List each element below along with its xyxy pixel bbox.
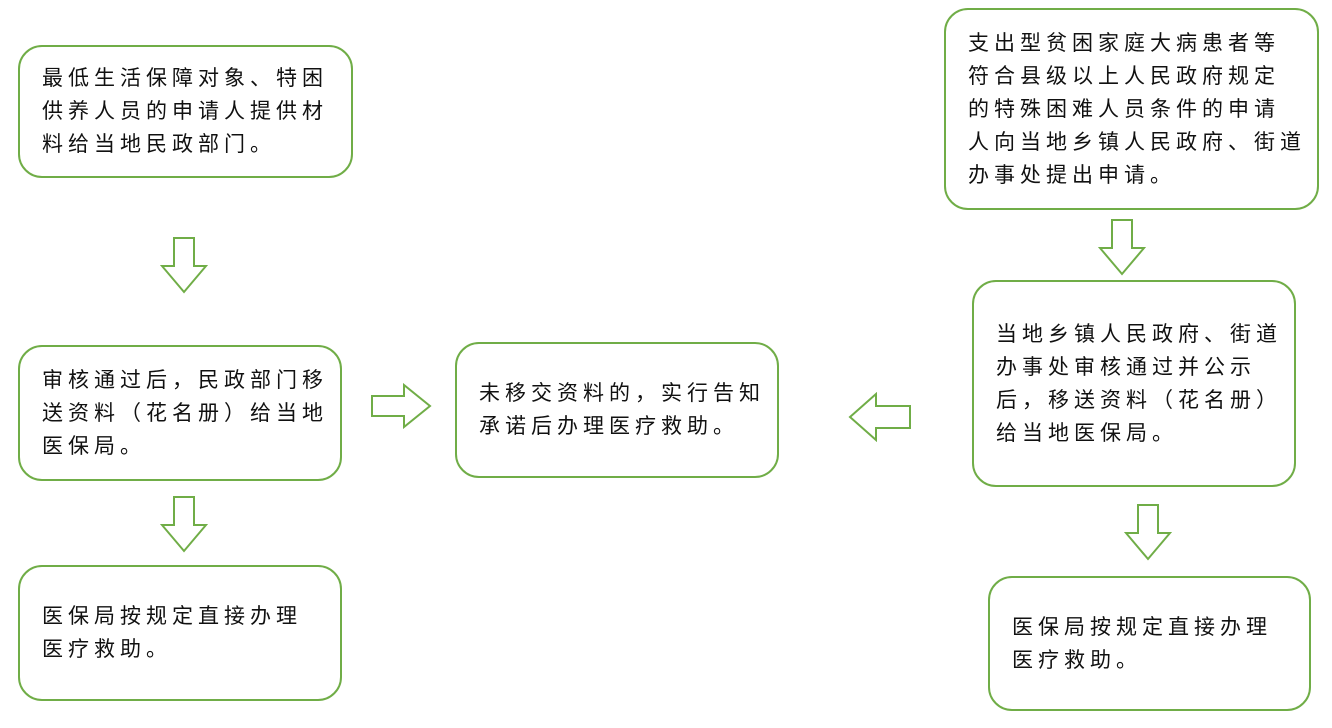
text-line: 未移交资料的，实行告知	[479, 381, 765, 405]
arrow-right-icon	[371, 383, 432, 429]
text-line: 的特殊困难人员条件的申请	[968, 96, 1280, 121]
text-line: 料给当地民政部门。	[42, 132, 276, 156]
box-right-result: 医保局按规定直接办理 医疗救助。	[988, 576, 1311, 711]
text-line: 后，移送资料（花名册）	[996, 387, 1282, 412]
box-right-apply: 支出型贫困家庭大病患者等 符合县级以上人民政府规定 的特殊困难人员条件的申请 人…	[944, 8, 1319, 210]
text-line: 医保局。	[42, 433, 146, 458]
box-right-review: 当地乡镇人民政府、街道 办事处审核通过并公示 后，移送资料（花名册） 给当地医保…	[972, 280, 1296, 487]
arrow-down-icon	[1124, 504, 1172, 561]
arrow-left-icon	[848, 392, 911, 442]
text-line: 符合县级以上人民政府规定	[968, 63, 1280, 88]
text-line: 人向当地乡镇人民政府、街道	[968, 129, 1306, 154]
text-line: 办事处审核通过并公示	[996, 354, 1256, 379]
text-line: 支出型贫困家庭大病患者等	[968, 30, 1280, 55]
text-line: 当地乡镇人民政府、街道	[996, 321, 1282, 346]
text-line: 医保局按规定直接办理	[1012, 614, 1272, 639]
arrow-down-icon	[1098, 219, 1146, 276]
box-left-apply: 最低生活保障对象、特困 供养人员的申请人提供材 料给当地民政部门。	[18, 45, 353, 178]
text-line: 办事处提出申请。	[968, 162, 1176, 187]
text-line: 给当地医保局。	[996, 420, 1178, 445]
box-left-result: 医保局按规定直接办理 医疗救助。	[18, 565, 342, 701]
box-left-review: 审核通过后，民政部门移 送资料（花名册）给当地 医保局。	[18, 345, 342, 481]
text-line: 医保局按规定直接办理	[42, 604, 302, 628]
arrow-down-icon	[160, 237, 208, 294]
text-line: 最低生活保障对象、特困	[42, 66, 328, 90]
arrow-down-icon	[160, 496, 208, 553]
text-line: 承诺后办理医疗救助。	[479, 414, 739, 438]
text-line: 医疗救助。	[1012, 647, 1142, 672]
text-line: 送资料（花名册）给当地	[42, 400, 328, 425]
text-line: 医疗救助。	[42, 637, 172, 661]
text-line: 审核通过后，民政部门移	[42, 367, 328, 392]
text-line: 供养人员的申请人提供材	[42, 99, 328, 123]
box-center-notice: 未移交资料的，实行告知 承诺后办理医疗救助。	[455, 342, 779, 478]
